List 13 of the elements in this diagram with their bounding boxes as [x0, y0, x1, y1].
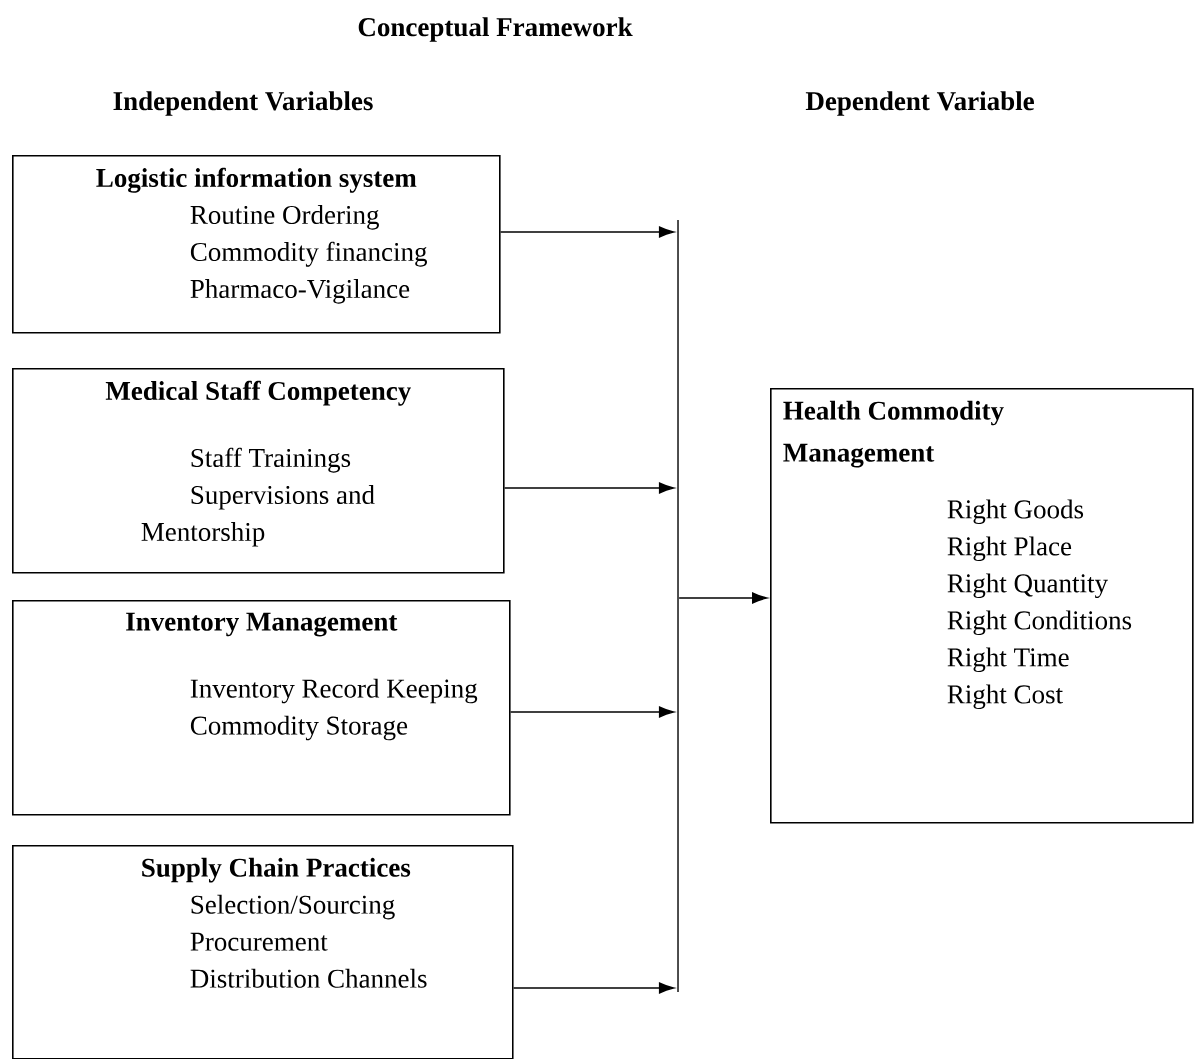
arrow	[503, 482, 674, 494]
column-heading: Independent Variables	[113, 91, 373, 116]
variable-box: Supply Chain Practices Selection/Sourcing Procurement Distribution Channels	[12, 845, 514, 1059]
arrow	[678, 592, 768, 604]
variable-box: Medical Staff Competency Staff Trainings Supervisions and Mentorship	[12, 368, 505, 574]
variable-box: Health Commodity Management Right Goods Right Place Right Quantity Right Conditions Right Time Right Cost	[770, 388, 1194, 824]
variable-box: Inventory Management Inventory Record Keeping Commodity Storage	[12, 600, 511, 816]
arrow	[499, 226, 674, 238]
title: Conceptual Framework	[358, 17, 633, 42]
arrow	[512, 982, 674, 994]
arrow	[509, 706, 674, 718]
variable-box: Logistic information system Routine Ordering Commodity financing Pharmaco-Vigilance	[12, 155, 501, 334]
column-heading: Dependent Variable	[805, 91, 1034, 116]
